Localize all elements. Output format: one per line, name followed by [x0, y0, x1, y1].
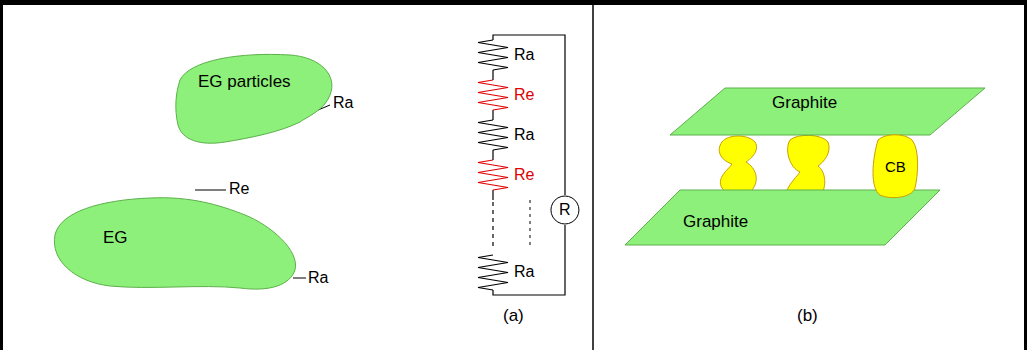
node-label: EG particles	[198, 72, 291, 92]
leader-line	[195, 190, 226, 191]
node-label: EG	[103, 228, 128, 248]
resistor-chain	[478, 40, 508, 290]
resistance-label: Ra	[333, 94, 353, 112]
resistance-label: Ra	[514, 46, 534, 64]
node-shape	[873, 135, 918, 198]
wire	[492, 70, 493, 80]
node-label: CB	[885, 158, 906, 175]
ellipsis-mark	[530, 200, 531, 245]
node-label: R	[559, 201, 571, 219]
node-shape	[551, 196, 579, 224]
node-label: Graphite	[772, 93, 837, 113]
node-outline	[45, 192, 305, 294]
leader-line	[293, 278, 306, 279]
panel-caption: (b)	[797, 306, 818, 326]
top-rule	[0, 0, 1027, 5]
resistor-symbol	[478, 120, 508, 150]
resistance-label: Re	[229, 180, 249, 198]
carbon-black-particle	[719, 136, 756, 195]
panel-caption: (a)	[503, 306, 524, 326]
ellipsis-wire	[492, 202, 493, 250]
resistance-label: Ra	[514, 126, 534, 144]
carbon-black-particle: CB	[868, 132, 922, 202]
graphite-plane: Graphite	[665, 85, 990, 138]
resistance-label: Re	[514, 86, 534, 104]
node-shape	[670, 88, 985, 135]
wire	[492, 150, 493, 160]
node-outline	[170, 50, 340, 150]
node-shape	[176, 54, 332, 143]
panel-divider	[592, 0, 594, 350]
wire	[492, 190, 493, 200]
resistance-label: Ra	[308, 269, 328, 287]
resistor-symbol	[478, 160, 508, 190]
node-label: Graphite	[683, 212, 748, 232]
node-shape	[54, 198, 295, 289]
resistance-label: Ra	[514, 263, 534, 281]
resistance-label: Re	[514, 166, 534, 184]
resistor-symbol	[478, 255, 508, 290]
particle-blob: EG	[45, 192, 305, 294]
wire	[492, 110, 493, 120]
node-shape	[625, 190, 940, 245]
resistor-symbol	[478, 80, 508, 110]
wire	[493, 225, 565, 295]
resistor-symbol	[478, 40, 508, 70]
wire	[493, 35, 565, 195]
meter-circle: R	[550, 195, 580, 225]
particle-blob: EG particles	[170, 50, 340, 150]
